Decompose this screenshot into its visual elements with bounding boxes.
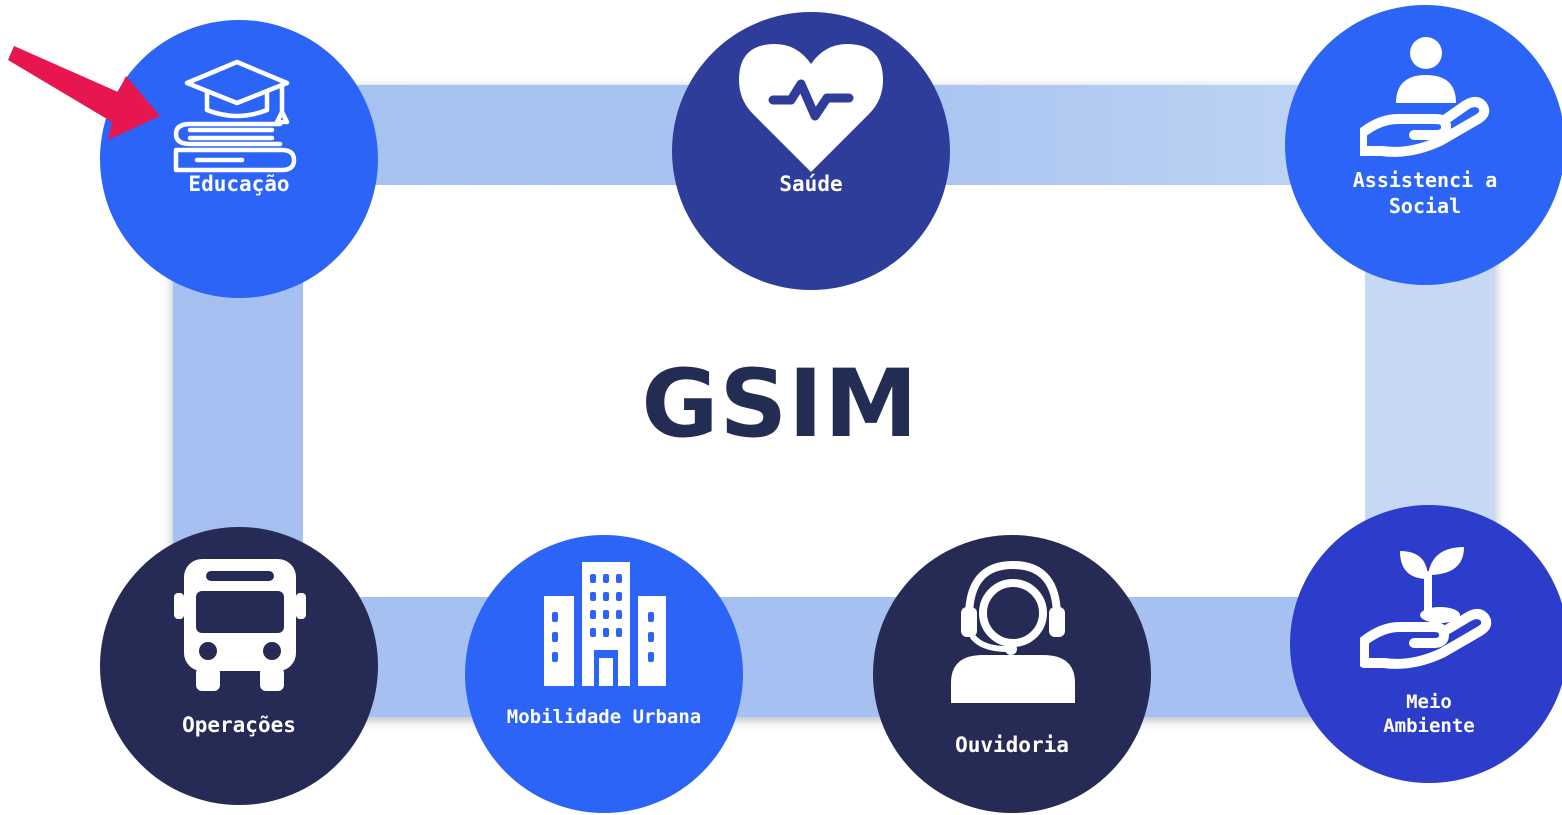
bus-icon xyxy=(174,559,306,691)
node-label: Assistenci a Social xyxy=(1345,167,1505,219)
buildings-icon xyxy=(544,562,666,686)
graduation-cap-books-icon xyxy=(173,59,297,173)
node-assistencia-social[interactable]: Assistenci a Social xyxy=(1285,5,1562,285)
node-ouvidoria[interactable]: Ouvidoria xyxy=(873,535,1151,813)
heart-pulse-icon xyxy=(739,44,883,172)
node-educacao[interactable]: Educação xyxy=(100,20,378,298)
pointer-arrow-icon xyxy=(8,46,160,140)
hand-person-icon xyxy=(1360,37,1490,157)
hand-plant-icon xyxy=(1360,547,1492,669)
node-mobilidade-urbana[interactable]: Mobilidade Urbana xyxy=(465,535,743,813)
node-label-text: Mobilidade Urbana xyxy=(506,706,702,728)
center-title: GSIM xyxy=(641,350,919,459)
node-label: Operações xyxy=(182,713,296,737)
node-label-text: Meio Ambiente xyxy=(1383,691,1475,737)
node-operacoes[interactable]: Operações xyxy=(100,527,378,805)
node-label: Educação xyxy=(188,172,290,196)
node-label: Ouvidoria xyxy=(955,733,1069,757)
node-label: Saúde xyxy=(779,172,843,196)
node-label: Mobilidade Urbana xyxy=(505,705,703,729)
node-label-text: Assistenci a Social xyxy=(1352,168,1498,218)
node-meio-ambiente[interactable]: Meio Ambiente xyxy=(1290,505,1562,783)
frame-bottom-band xyxy=(240,597,1450,717)
node-saude[interactable]: Saúde xyxy=(672,12,950,290)
node-label: Meio Ambiente xyxy=(1355,690,1503,738)
headset-person-icon xyxy=(951,560,1075,703)
